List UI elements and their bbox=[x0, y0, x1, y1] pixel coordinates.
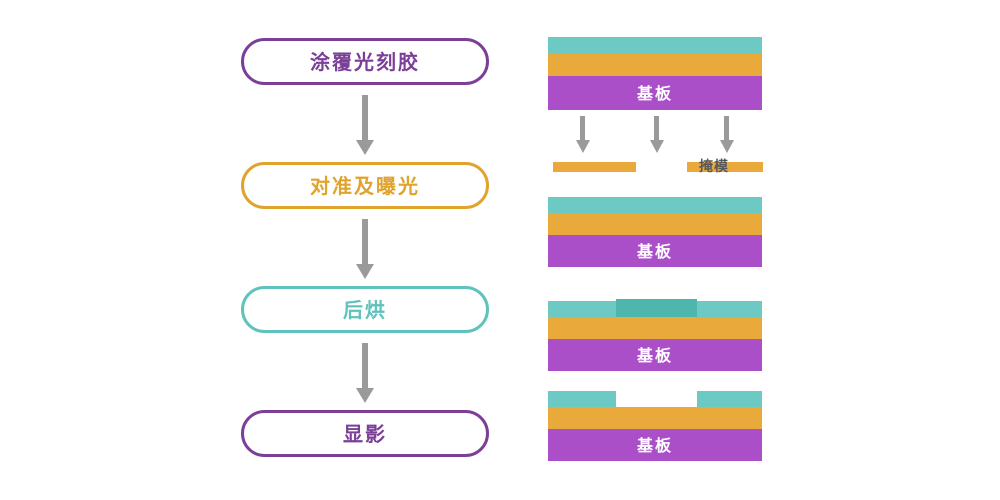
flow-step-develop[interactable]: 显影 bbox=[241, 410, 489, 457]
layer-oxide bbox=[548, 407, 762, 429]
mask-bar-left bbox=[553, 162, 636, 172]
exposure-beam-3 bbox=[720, 116, 734, 153]
flow-step-post-bake[interactable]: 后烘 bbox=[241, 286, 489, 333]
layer-photoresist-left bbox=[548, 391, 616, 407]
layer-substrate: 基板 bbox=[548, 76, 762, 110]
substrate-label: 基板 bbox=[636, 84, 673, 103]
mask-label: 掩模 bbox=[699, 159, 729, 175]
stage-coated: 基板 bbox=[548, 37, 762, 110]
mask-bar-right bbox=[687, 162, 763, 172]
substrate-label: 基板 bbox=[636, 346, 673, 365]
substrate-label: 基板 bbox=[636, 436, 673, 455]
flow-step-label: 显影 bbox=[343, 421, 387, 446]
flow-arrow-1 bbox=[356, 95, 374, 155]
stage-baked: 基板 bbox=[548, 299, 762, 371]
flow-step-label: 涂覆光刻胶 bbox=[310, 49, 420, 74]
stage-developed: 基板 bbox=[548, 391, 762, 461]
exposure-beam-1 bbox=[576, 116, 590, 153]
layer-photoresist bbox=[548, 197, 762, 213]
flow-step-label: 对准及曝光 bbox=[310, 173, 420, 198]
layer-photoresist-exposed bbox=[616, 299, 697, 317]
flow-step-coat-photoresist[interactable]: 涂覆光刻胶 bbox=[241, 38, 489, 85]
layer-substrate: 基板 bbox=[548, 429, 762, 461]
flow-step-label: 后烘 bbox=[343, 297, 387, 322]
flow-arrow-3 bbox=[356, 343, 374, 403]
layer-photoresist bbox=[548, 37, 762, 54]
substrate-label: 基板 bbox=[636, 242, 673, 261]
layer-oxide bbox=[548, 54, 762, 76]
exposure-beam-2 bbox=[650, 116, 664, 153]
flow-arrow-2 bbox=[356, 219, 374, 279]
layer-substrate: 基板 bbox=[548, 339, 762, 371]
stage-exposed: 基板 bbox=[548, 197, 762, 267]
flow-step-align-expose[interactable]: 对准及曝光 bbox=[241, 162, 489, 209]
layer-photoresist-right bbox=[697, 391, 762, 407]
layer-oxide bbox=[548, 317, 762, 339]
layer-substrate: 基板 bbox=[548, 235, 762, 267]
layer-oxide bbox=[548, 213, 762, 235]
